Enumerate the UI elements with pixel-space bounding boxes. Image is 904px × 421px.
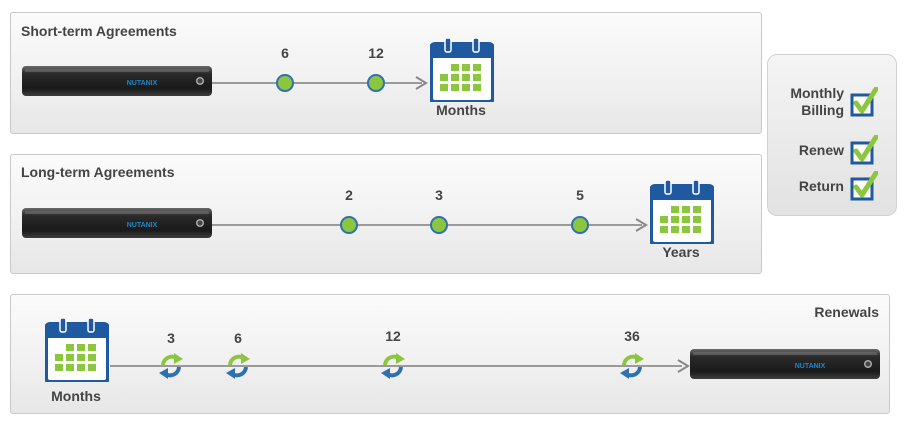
- timeline-line: [212, 82, 422, 84]
- server-icon: NUTANIX: [22, 66, 212, 96]
- renew-cycle-icon: [381, 353, 405, 379]
- checkbox-checked-icon: [850, 171, 878, 201]
- short-term-title: Short-term Agreements: [21, 23, 177, 39]
- legend-item-monthly-billing: Monthly Billing: [782, 85, 878, 119]
- tick-label: 12: [385, 328, 401, 344]
- unit-label: Years: [662, 244, 700, 260]
- arrow-head-icon: [677, 359, 690, 373]
- arrow-head-icon: [635, 218, 648, 232]
- renew-cycle-icon: [226, 353, 250, 379]
- server-brand-text: NUTANIX: [127, 222, 158, 229]
- tick-label: 6: [234, 330, 242, 346]
- legend-label: Monthly Billing: [790, 85, 844, 118]
- legend-label: Return: [798, 177, 844, 194]
- checkbox-checked-icon: [850, 135, 878, 165]
- tick-label: 12: [368, 45, 384, 61]
- arrow-head-icon: [415, 76, 428, 90]
- legend-box: Monthly Billing Renew Return: [767, 54, 897, 216]
- tick-label: 5: [576, 187, 584, 203]
- checkbox-checked-icon: [850, 87, 878, 117]
- milestone-dot: [571, 216, 589, 234]
- tick-label: 3: [167, 330, 175, 346]
- renew-cycle-icon: [159, 353, 183, 379]
- calendar-icon: [45, 318, 109, 382]
- milestone-dot: [276, 74, 294, 92]
- server-icon: NUTANIX: [22, 208, 212, 238]
- legend-label: Renew: [798, 141, 844, 158]
- legend-item-renew: Renew: [799, 135, 878, 165]
- server-brand-text: NUTANIX: [795, 363, 826, 370]
- unit-label: Months: [436, 102, 486, 118]
- timeline-line: [212, 224, 642, 226]
- renewals-title: Renewals: [814, 304, 879, 320]
- tick-label: 36: [624, 328, 640, 344]
- tick-label: 2: [345, 187, 353, 203]
- tick-label: 3: [435, 187, 443, 203]
- server-icon: NUTANIX: [690, 349, 880, 379]
- milestone-dot: [430, 216, 448, 234]
- long-term-title: Long-term Agreements: [21, 164, 175, 180]
- unit-label: Months: [51, 388, 101, 404]
- renew-cycle-icon: [620, 353, 644, 379]
- tick-label: 6: [281, 45, 289, 61]
- server-brand-text: NUTANIX: [127, 80, 158, 87]
- calendar-icon: [430, 38, 494, 102]
- legend-item-return: Return: [799, 171, 878, 201]
- calendar-icon: [650, 180, 714, 244]
- milestone-dot: [340, 216, 358, 234]
- timeline-line: [110, 365, 682, 367]
- milestone-dot: [367, 74, 385, 92]
